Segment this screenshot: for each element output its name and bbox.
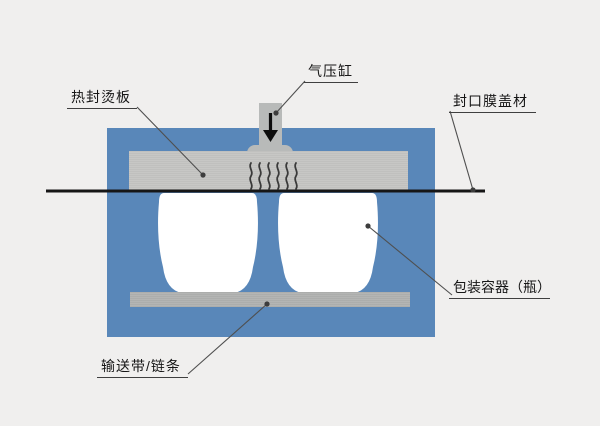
conveyor-belt-bar [130,292,410,307]
label-pneumatic-cylinder: 气压缸 [304,62,358,83]
leader-film [449,110,474,191]
bottle-left [158,193,258,293]
heat-waves-icon [249,162,298,190]
label-conveyor-belt: 输送带/链条 [97,357,188,378]
callout-leaders [136,80,474,375]
down-arrow-icon [263,113,278,142]
bottle-right [278,193,378,293]
leader-conveyor [187,303,268,375]
label-sealing-film: 封口膜盖材 [449,92,536,113]
leader-heatplate [136,106,204,176]
leader-cylinder [275,80,306,114]
pneumatic-cylinder-base [247,145,293,153]
label-heat-seal-plate: 热封烫板 [67,88,137,109]
leader-container [367,225,453,296]
label-packaging-container: 包装容器（瓶） [449,278,551,299]
callout-dot-icon [200,110,476,307]
